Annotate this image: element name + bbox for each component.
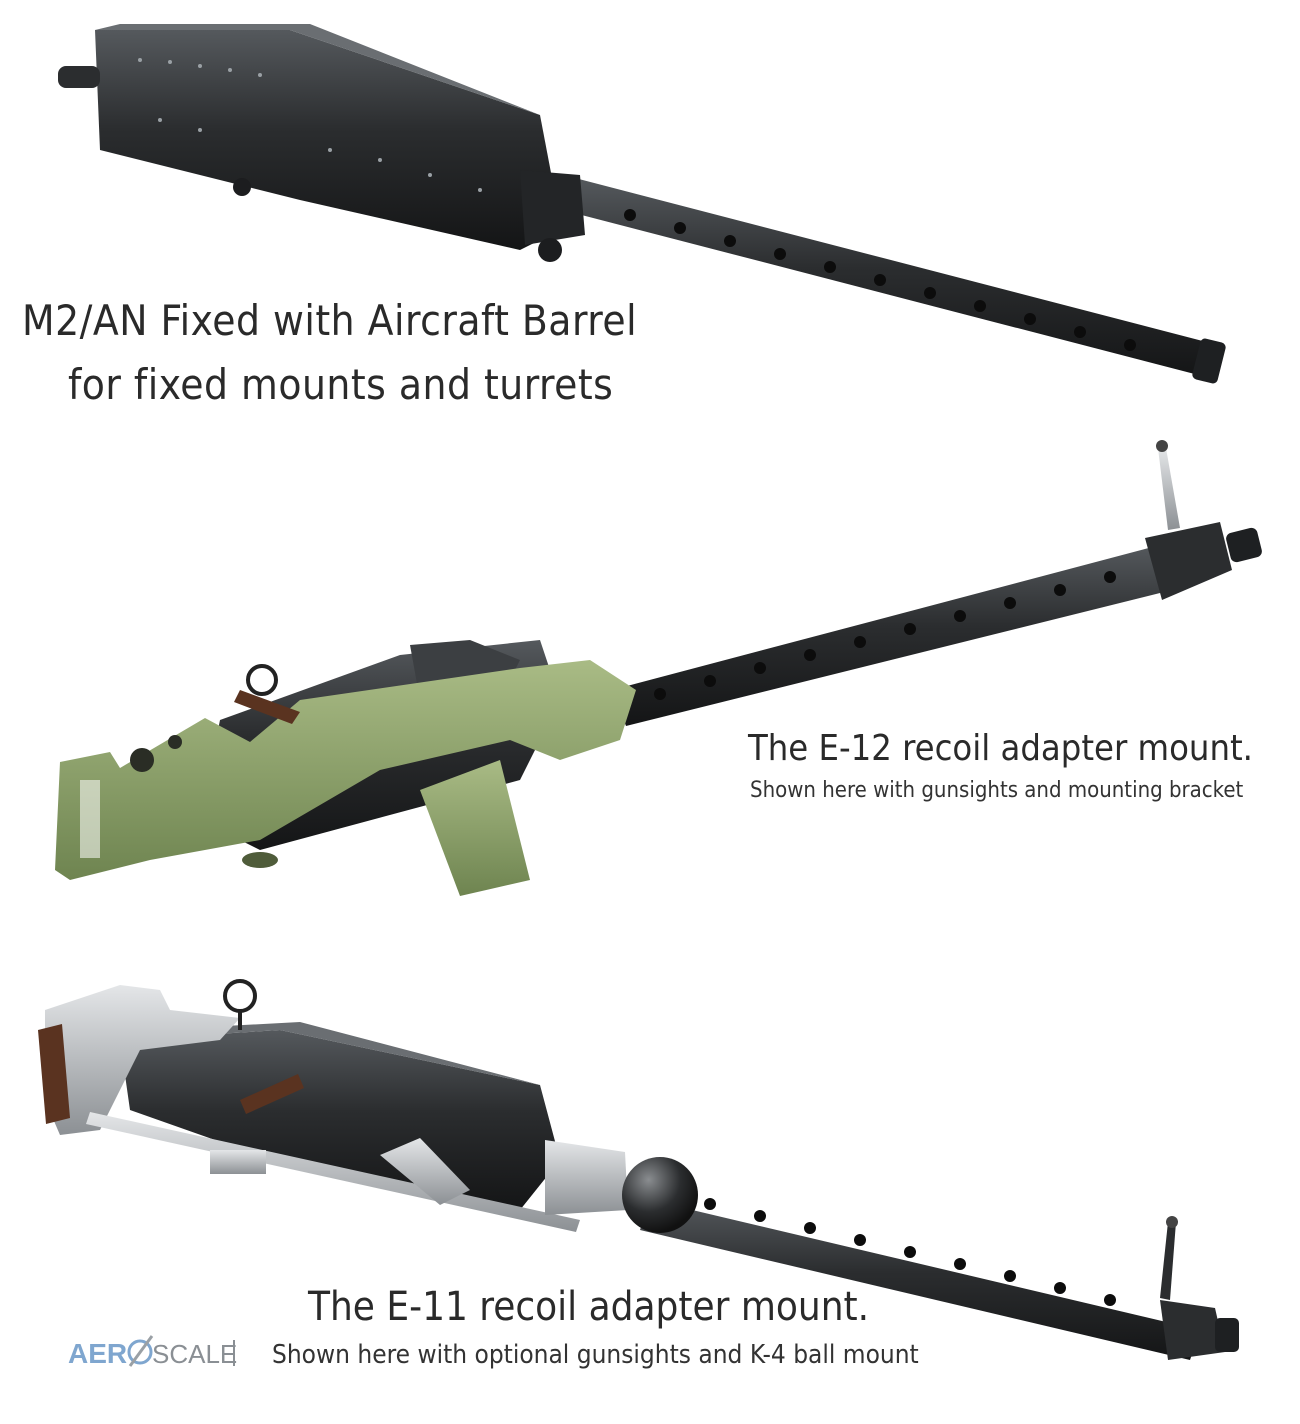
gun1-barrel-holes	[624, 209, 1136, 351]
gun2-olive-mount	[55, 660, 636, 880]
gun2-front-sight	[1158, 448, 1180, 530]
m2-caption-line2: for fixed mounts and turrets	[68, 360, 614, 409]
gun2-rear-sight	[246, 664, 278, 696]
m2-caption-line1: M2/AN Fixed with Aircraft Barrel	[22, 296, 638, 345]
e12-gun	[55, 440, 1262, 896]
gun2-grip	[420, 760, 530, 896]
gun3-rear-sight	[223, 979, 257, 1013]
m2-fixed-gun	[58, 24, 1226, 384]
gun3-barrel-holes	[704, 1198, 1116, 1306]
gun3-ball-collar	[545, 1140, 628, 1215]
gun3-silver-mount	[45, 985, 240, 1135]
gun3-receiver	[120, 1030, 560, 1210]
logo-part2: SCALE	[152, 1339, 237, 1369]
aeroscale-logo: AER SCALE	[68, 1335, 237, 1369]
gun2-barrel	[612, 545, 1172, 726]
gun2-charging-handle	[234, 690, 300, 724]
logo-part1: AER	[68, 1338, 127, 1369]
gun2-muzzle-block	[1145, 522, 1232, 600]
e12-caption-subtitle: Shown here with gunsights and mounting b…	[750, 778, 1244, 803]
gun3-ball-mount	[622, 1157, 698, 1233]
logo-crosshair-icon	[127, 1339, 153, 1365]
e11-caption-subtitle: Shown here with optional gunsights and K…	[272, 1340, 919, 1370]
e11-caption-title: The E-11 recoil adapter mount.	[308, 1284, 870, 1330]
e12-caption-title: The E-12 recoil adapter mount.	[748, 728, 1253, 769]
gun3-barrel	[640, 1200, 1200, 1360]
gun2-barrel-holes	[654, 571, 1116, 700]
e11-gun	[38, 979, 1239, 1360]
gun1-muzzle	[1192, 338, 1226, 384]
gun3-wood-grip	[38, 1024, 70, 1124]
gun1-barrel	[570, 178, 1218, 378]
gun1-receiver	[95, 30, 560, 250]
gun3-front-sight	[1160, 1222, 1176, 1300]
gun3-charging-handle	[240, 1074, 304, 1114]
gun1-rear-rod	[58, 66, 100, 88]
